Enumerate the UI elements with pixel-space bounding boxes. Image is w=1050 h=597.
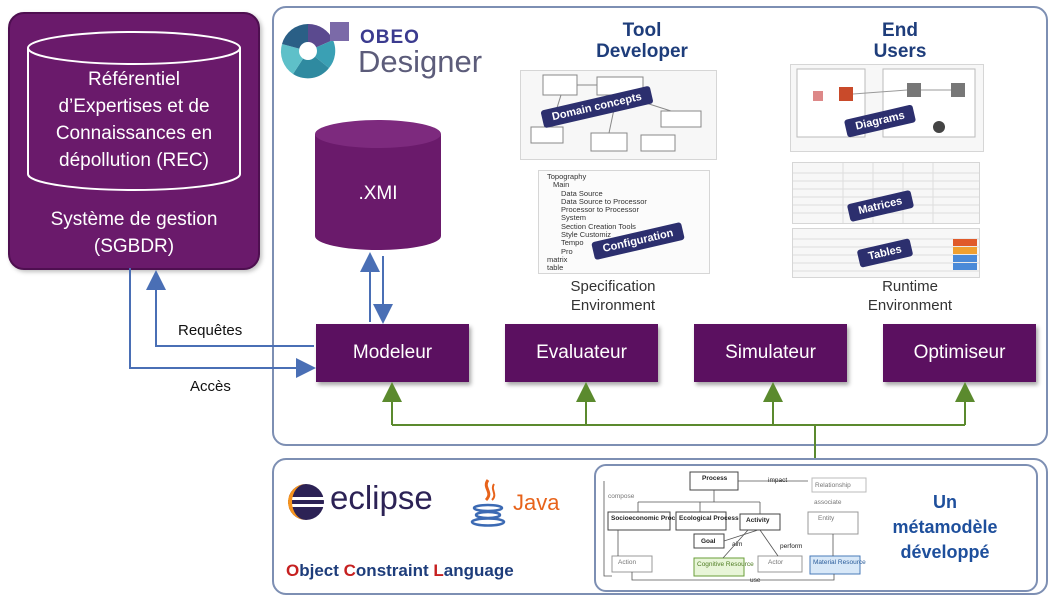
mm-ecological: Ecological Process — [679, 515, 739, 522]
tree-item: Tempo — [561, 238, 584, 248]
mm-actor: Actor — [768, 559, 784, 566]
mm-socioeconomic: Socioeconomic Process — [611, 515, 687, 522]
tree-item: Processor to Processor — [561, 205, 639, 215]
runtime-env-line-1: Runtime — [882, 278, 938, 295]
obeo-logo-square — [330, 22, 349, 41]
mm-cognitive: Cognitive Resource — [697, 561, 754, 568]
metamodel-line-3: développé — [900, 542, 990, 562]
sgbd-box: Référentiel d’Expertises et de Connaissa… — [8, 12, 260, 270]
modeleur-button[interactable]: Modeleur — [316, 324, 469, 382]
system-line-1: Système de gestion — [50, 209, 218, 230]
tree-item: Topography — [547, 172, 587, 181]
tree-item: Section Creation Tools — [561, 221, 636, 231]
requetes-label: Requêtes — [178, 322, 243, 339]
mm-use: use — [750, 577, 761, 584]
end-users-line-2: Users — [873, 41, 927, 62]
database-cylinder — [27, 31, 241, 191]
eclipse-logo-icon — [288, 484, 324, 520]
optimiseur-button[interactable]: Optimiseur — [883, 324, 1036, 382]
database-line-4: dépollution (REC) — [59, 150, 209, 171]
mm-compose: compose — [608, 493, 635, 500]
obeo-brand-bottom: Designer — [358, 44, 483, 79]
mm-relationship: Relationship — [815, 482, 851, 489]
xmi-label: .XMI — [358, 183, 398, 204]
mm-activity: Activity — [746, 517, 770, 524]
spec-env-line-1: Specification — [570, 278, 656, 295]
evaluateur-button[interactable]: Evaluateur — [505, 324, 658, 382]
simulateur-button[interactable]: Simulateur — [694, 324, 847, 382]
metamodel-line-2: métamodèle — [892, 517, 998, 537]
mm-entity: Entity — [818, 515, 835, 522]
mm-material: Material Resource — [813, 559, 866, 566]
obeo-logo-icon — [280, 23, 336, 79]
metamodel-diagram: Process Socioeconomic Process Ecological… — [603, 471, 867, 584]
ocl-l-rest: anguage — [443, 561, 514, 580]
tree-item: Main — [553, 180, 570, 190]
metamodel-line-1: Un — [933, 492, 957, 512]
java-label: Java — [513, 490, 560, 515]
mm-action: Action — [618, 559, 636, 566]
database-line-1: Référentiel — [88, 69, 180, 90]
tree-item: Data Source — [561, 188, 603, 198]
tree-item: matrix — [547, 254, 568, 264]
tree-item: System — [561, 213, 587, 223]
tree-item: Pro — [561, 246, 573, 256]
runtime-env-line-2: Environment — [867, 297, 953, 314]
mm-associate: associate — [814, 499, 842, 506]
ocl-l: L — [433, 561, 444, 580]
system-line-2: (SGBDR) — [93, 236, 175, 257]
tree-item: table — [547, 263, 564, 273]
database-line-2: d’Expertises et de — [58, 96, 210, 117]
mm-perform: perform — [780, 543, 802, 550]
mm-goal: Goal — [701, 538, 716, 545]
ocl-c: C — [343, 561, 356, 580]
ocl-label: Object Constraint Language — [286, 561, 514, 581]
spec-env-line-2: Environment — [570, 297, 656, 314]
database-line-3: Connaissances en — [55, 123, 213, 144]
mm-impact: impact — [768, 477, 787, 484]
tool-developer-line-2: Developer — [596, 41, 688, 62]
eclipse-label: eclipse — [330, 479, 433, 516]
java-logo-icon — [470, 479, 506, 527]
end-users-line-1: End — [882, 20, 918, 41]
ocl-o-rest: bject — [299, 561, 344, 580]
tree-item: Style Customiz — [561, 230, 612, 240]
xmi-cylinder — [315, 120, 441, 250]
tool-developer-line-1: Tool — [622, 20, 662, 41]
mm-aim: aim — [732, 541, 742, 548]
obeo-brand-top: OBEO — [360, 27, 420, 48]
mm-process: Process — [702, 475, 728, 482]
acces-label: Accès — [190, 378, 231, 395]
ocl-o: O — [286, 561, 300, 580]
ocl-c-rest: onstraint — [355, 561, 434, 580]
tree-item: Data Source to Processor — [561, 196, 647, 206]
